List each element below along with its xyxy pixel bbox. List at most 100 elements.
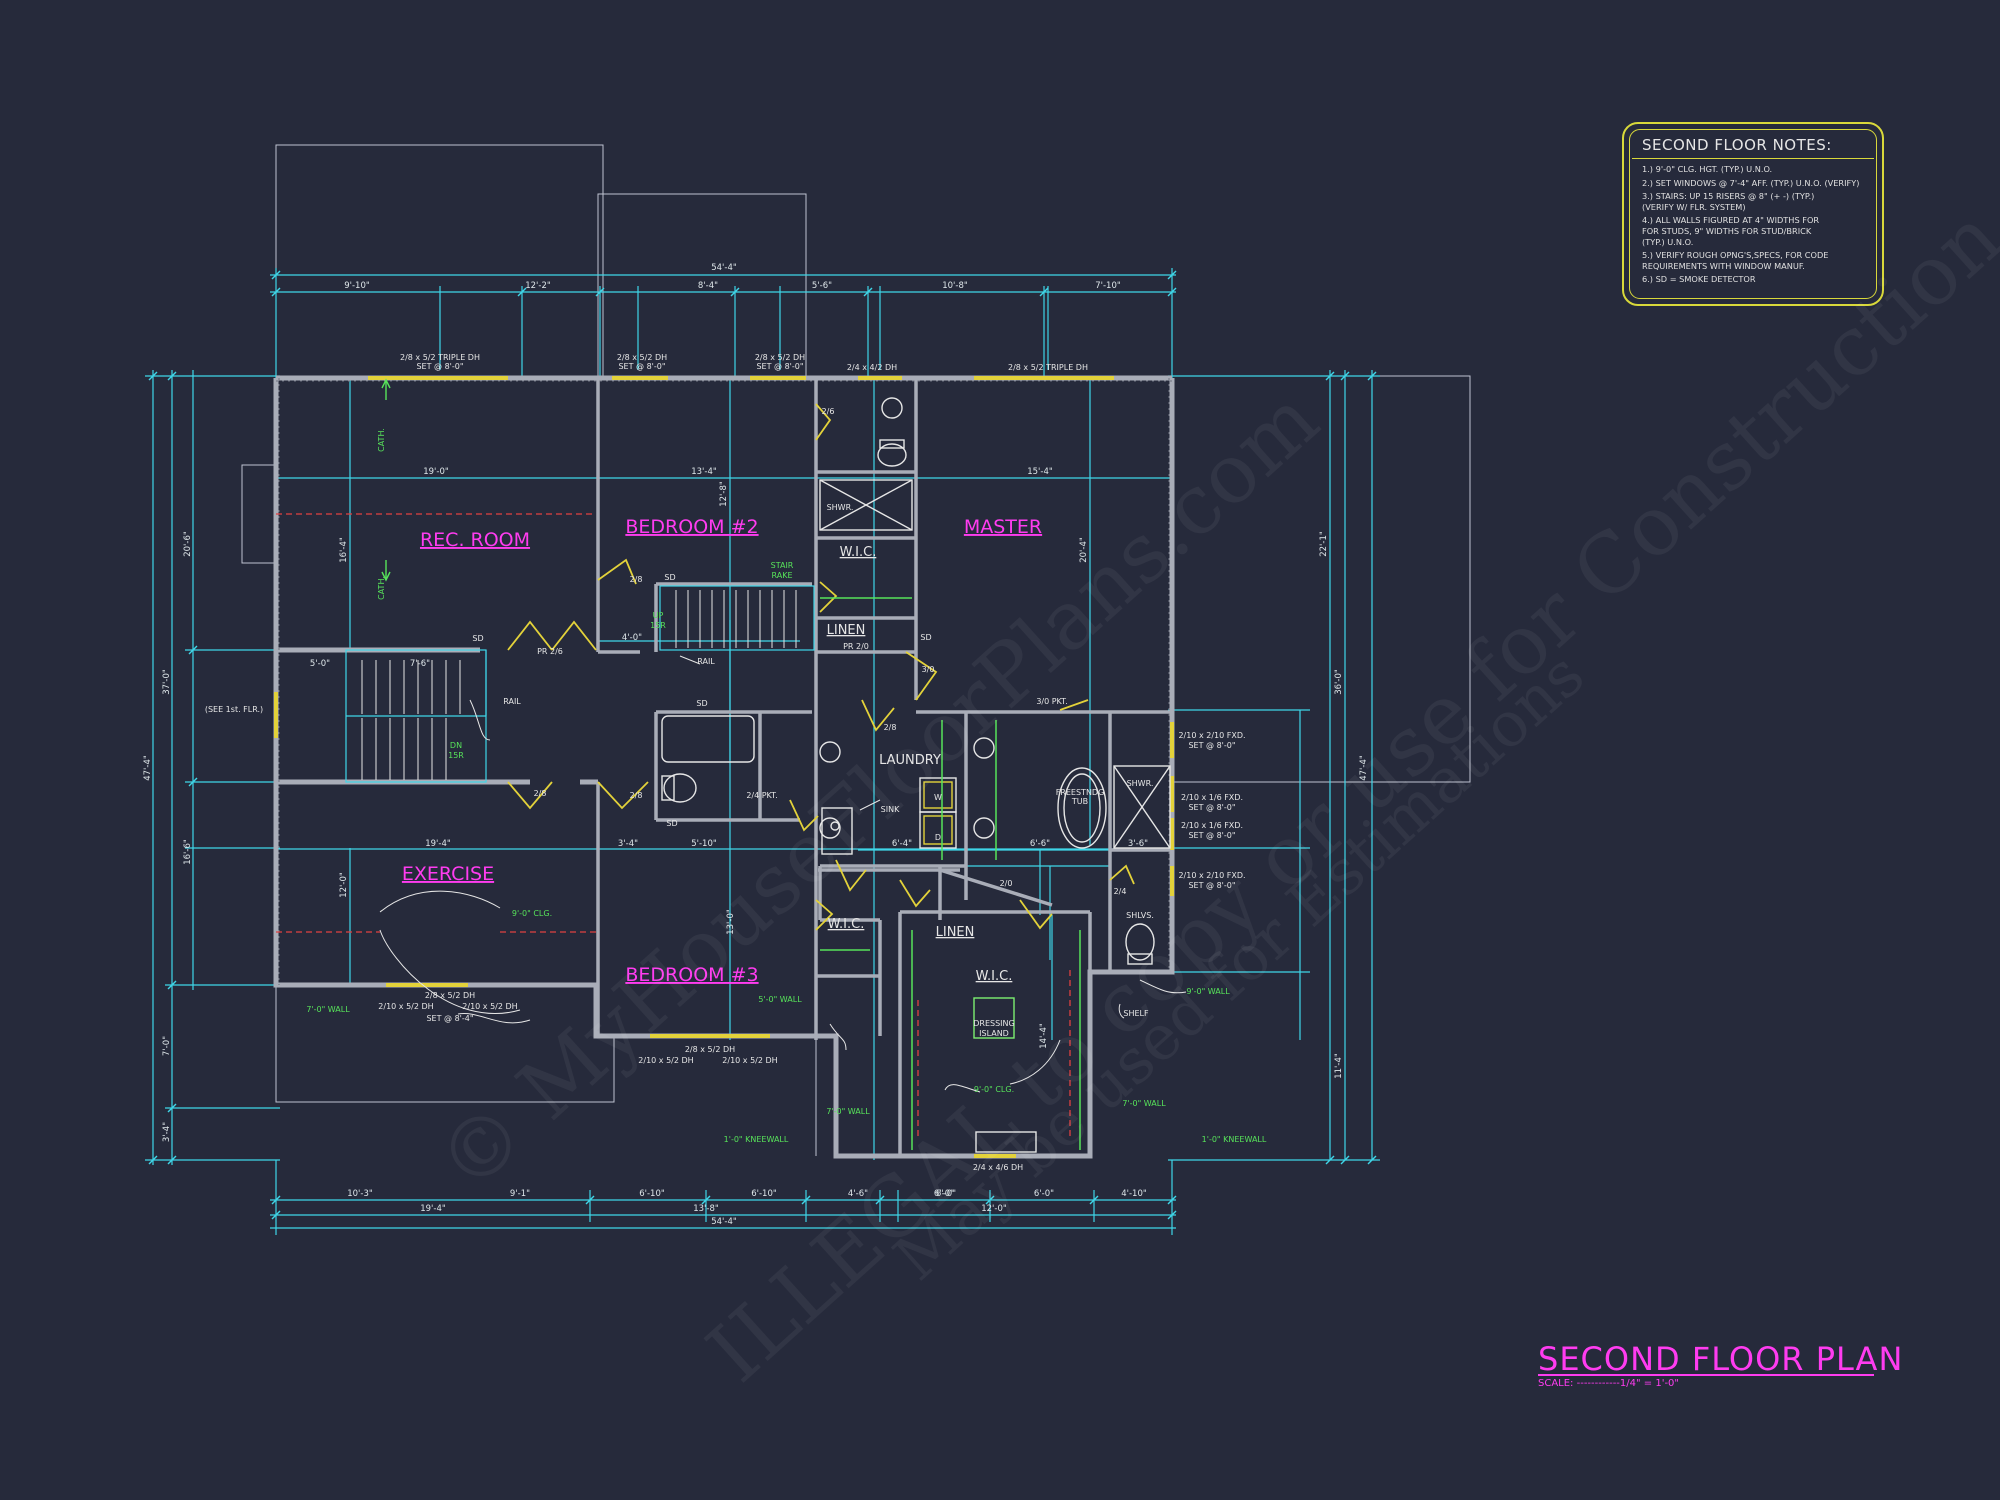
room-rec-room: REC. ROOM (420, 529, 530, 551)
b2-width: 13'-4" (691, 467, 717, 477)
ex-height: 12'-0" (339, 872, 349, 898)
stair-rake-1: STAIR (771, 561, 794, 570)
shelf-label: SHELF (1123, 1009, 1149, 1018)
window-label-e3: 2/10 x 1/6 FXD. (1181, 821, 1243, 830)
room-laundry: LAUNDRY (879, 753, 941, 768)
plan-title-underline (1538, 1374, 1874, 1376)
m-width: 15'-4" (1027, 467, 1053, 477)
dn-label: DN (450, 741, 462, 750)
kneewall-1: 1'-0" KNEEWALL (724, 1135, 789, 1144)
dim-top-5: 10'-8" (942, 281, 968, 291)
note-item-3: 3.) STAIRS: UP 15 RISERS @ 8" (+ -) (TYP… (1642, 191, 1815, 212)
window-label-e2: 2/10 x 1/6 FXD. (1181, 793, 1243, 802)
plan-scale: SCALE: ------------1/4" = 1'-0" (1538, 1378, 1680, 1389)
notes-title: SECOND FLOOR NOTES: (1642, 136, 1832, 154)
dim-left-3: 20'-6" (183, 531, 193, 557)
door-28a: 2/8 (630, 575, 643, 584)
stair-w2: 7'-6" (410, 659, 430, 669)
dim-left-6: 3'-4" (162, 1122, 172, 1142)
notes-title-rule (1632, 158, 1874, 159)
dim-top-2: 12'-2" (525, 281, 551, 291)
door-30: 3/0 (922, 665, 935, 674)
dim-right-1: 47'-4" (1359, 755, 1369, 781)
window-label-s2b: 2/10 x 5/2 DH (638, 1056, 693, 1065)
wall-7-2: 7'-0" WALL (826, 1107, 870, 1116)
dim-bot-6: 6'-0" (934, 1189, 954, 1199)
window-label-5: 2/8 x 5/2 TRIPLE DH (1008, 363, 1088, 372)
wall-9: 9'-0" WALL (1186, 987, 1230, 996)
window-label-e1: 2/10 x 2/10 FXD. (1178, 731, 1245, 740)
notes-list: 1.) 9'-0" CLG. HGT. (TYP.) U.N.O. 2.) SE… (1642, 164, 1870, 288)
pkt-label-1: 3/0 PKT. (1036, 697, 1067, 706)
pkt-label-2: 2/4 PKT. (746, 791, 777, 800)
note-item-6: 6.) SD = SMOKE DETECTOR (1642, 274, 1756, 285)
dim-top-1: 9'-10" (344, 281, 370, 291)
room-wic-2: W.I.C. (828, 917, 865, 932)
note-item-4: 4.) ALL WALLS FIGURED AT 4" WIDTHS FOR F… (1642, 215, 1820, 247)
dim-bot-4: 6'-10" (751, 1189, 777, 1199)
misc-labels: (SEE 1st. FLR.) RAIL RAIL SD SD SD SD SD… (205, 407, 1154, 1038)
sd-label-2: SD (664, 573, 675, 582)
window-label-e4: 2/10 x 2/10 FXD. (1178, 871, 1245, 880)
washer-label: W (934, 793, 942, 802)
room-bedroom2: BEDROOM #2 (625, 516, 758, 538)
window-label-s1: 2/8 x 5/2 DH (425, 991, 475, 1000)
dim-bot-r2-3: 12'-0" (981, 1204, 1007, 1214)
island-label: ISLAND (979, 1029, 1009, 1038)
sd-label-4: SD (666, 819, 677, 828)
hall-width: 4'-0" (622, 633, 642, 643)
room-master: MASTER (964, 516, 1042, 538)
window-label-2: 2/8 x 5/2 DH (617, 353, 667, 362)
m-height: 20'-4" (1079, 537, 1089, 563)
wall-5: 5'-0" WALL (758, 995, 802, 1004)
dim-top-overall: 54'-4" (711, 263, 737, 273)
dim-left-4: 16'-6" (183, 839, 193, 865)
see-first-floor: (SEE 1st. FLR.) (205, 705, 263, 714)
room-linen-1: LINEN (827, 623, 866, 638)
dim-right-3: 22'-1" (1319, 531, 1329, 557)
sd-label-5: SD (920, 633, 931, 642)
interior-walls (596, 378, 1172, 1156)
window-label-s1d: SET @ 8'-4" (426, 1014, 473, 1023)
window-label-s2c: 2/10 x 5/2 DH (722, 1056, 777, 1065)
rail-label-2: RAIL (697, 657, 715, 666)
window-label-s1b: 2/10 x 5/2 DH (378, 1002, 433, 1011)
door-28d: 2/8 (884, 723, 897, 732)
door-26: 2/6 (822, 407, 835, 416)
dim-top-3: 8'-4" (698, 281, 718, 291)
dim-right-4: 11'-4" (1334, 1053, 1344, 1079)
room-bedroom3: BEDROOM #3 (625, 964, 758, 986)
shwr-label-1: SHWR. (827, 503, 854, 512)
tub-label: TUB (1071, 797, 1088, 806)
stair-rake-2: RAKE (771, 571, 792, 580)
dim-left-1: 47'-4" (143, 755, 153, 781)
window-label-s3: 2/4 x 4/6 DH (973, 1163, 1023, 1172)
laundry-width: 6'-4" (892, 839, 912, 849)
cath-label-2: CATH. (377, 576, 386, 600)
pr-label-1: PR 2/6 (537, 647, 563, 656)
window-label-2b: SET @ 8'-0" (618, 362, 665, 371)
wic-width: 14'-4" (1039, 1023, 1049, 1049)
dim-right-2: 36'-0" (1334, 669, 1344, 695)
doors (507, 403, 1135, 931)
window-label-e2b: SET @ 8'-0" (1188, 803, 1235, 812)
stair-treads-1 (361, 660, 461, 780)
clg-label-2: 9'-0" CLG. (974, 1085, 1014, 1094)
note-item-2: 2.) SET WINDOWS @ 7'-4" AFF. (TYP.) U.N.… (1642, 177, 1860, 188)
door-28b: 2/8 (534, 789, 547, 798)
dn-risers: 15R (448, 751, 464, 760)
up-risers: 15R (650, 621, 666, 630)
pr-label-2: PR 2/0 (843, 642, 869, 651)
dimension-lines (145, 268, 1380, 1235)
small-room-names: LAUNDRY LINEN LINEN W.I.C. W.I.C. W.I.C. (827, 545, 1013, 984)
dim-left-5: 7'-0" (162, 1036, 172, 1056)
window-label-3: 2/8 x 5/2 DH (755, 353, 805, 362)
windows (274, 376, 1174, 1158)
closet-marks (276, 513, 1071, 1140)
room-exercise: EXERCISE (402, 863, 494, 885)
window-label-1b: SET @ 8'-0" (416, 362, 463, 371)
note-item-1: 1.) 9'-0" CLG. HGT. (TYP.) U.N.O. (1642, 164, 1773, 174)
clg-label-1: 9'-0" CLG. (512, 909, 552, 918)
dim-bot-2: 9'-1" (510, 1189, 530, 1199)
stair-treads-2 (675, 590, 797, 648)
